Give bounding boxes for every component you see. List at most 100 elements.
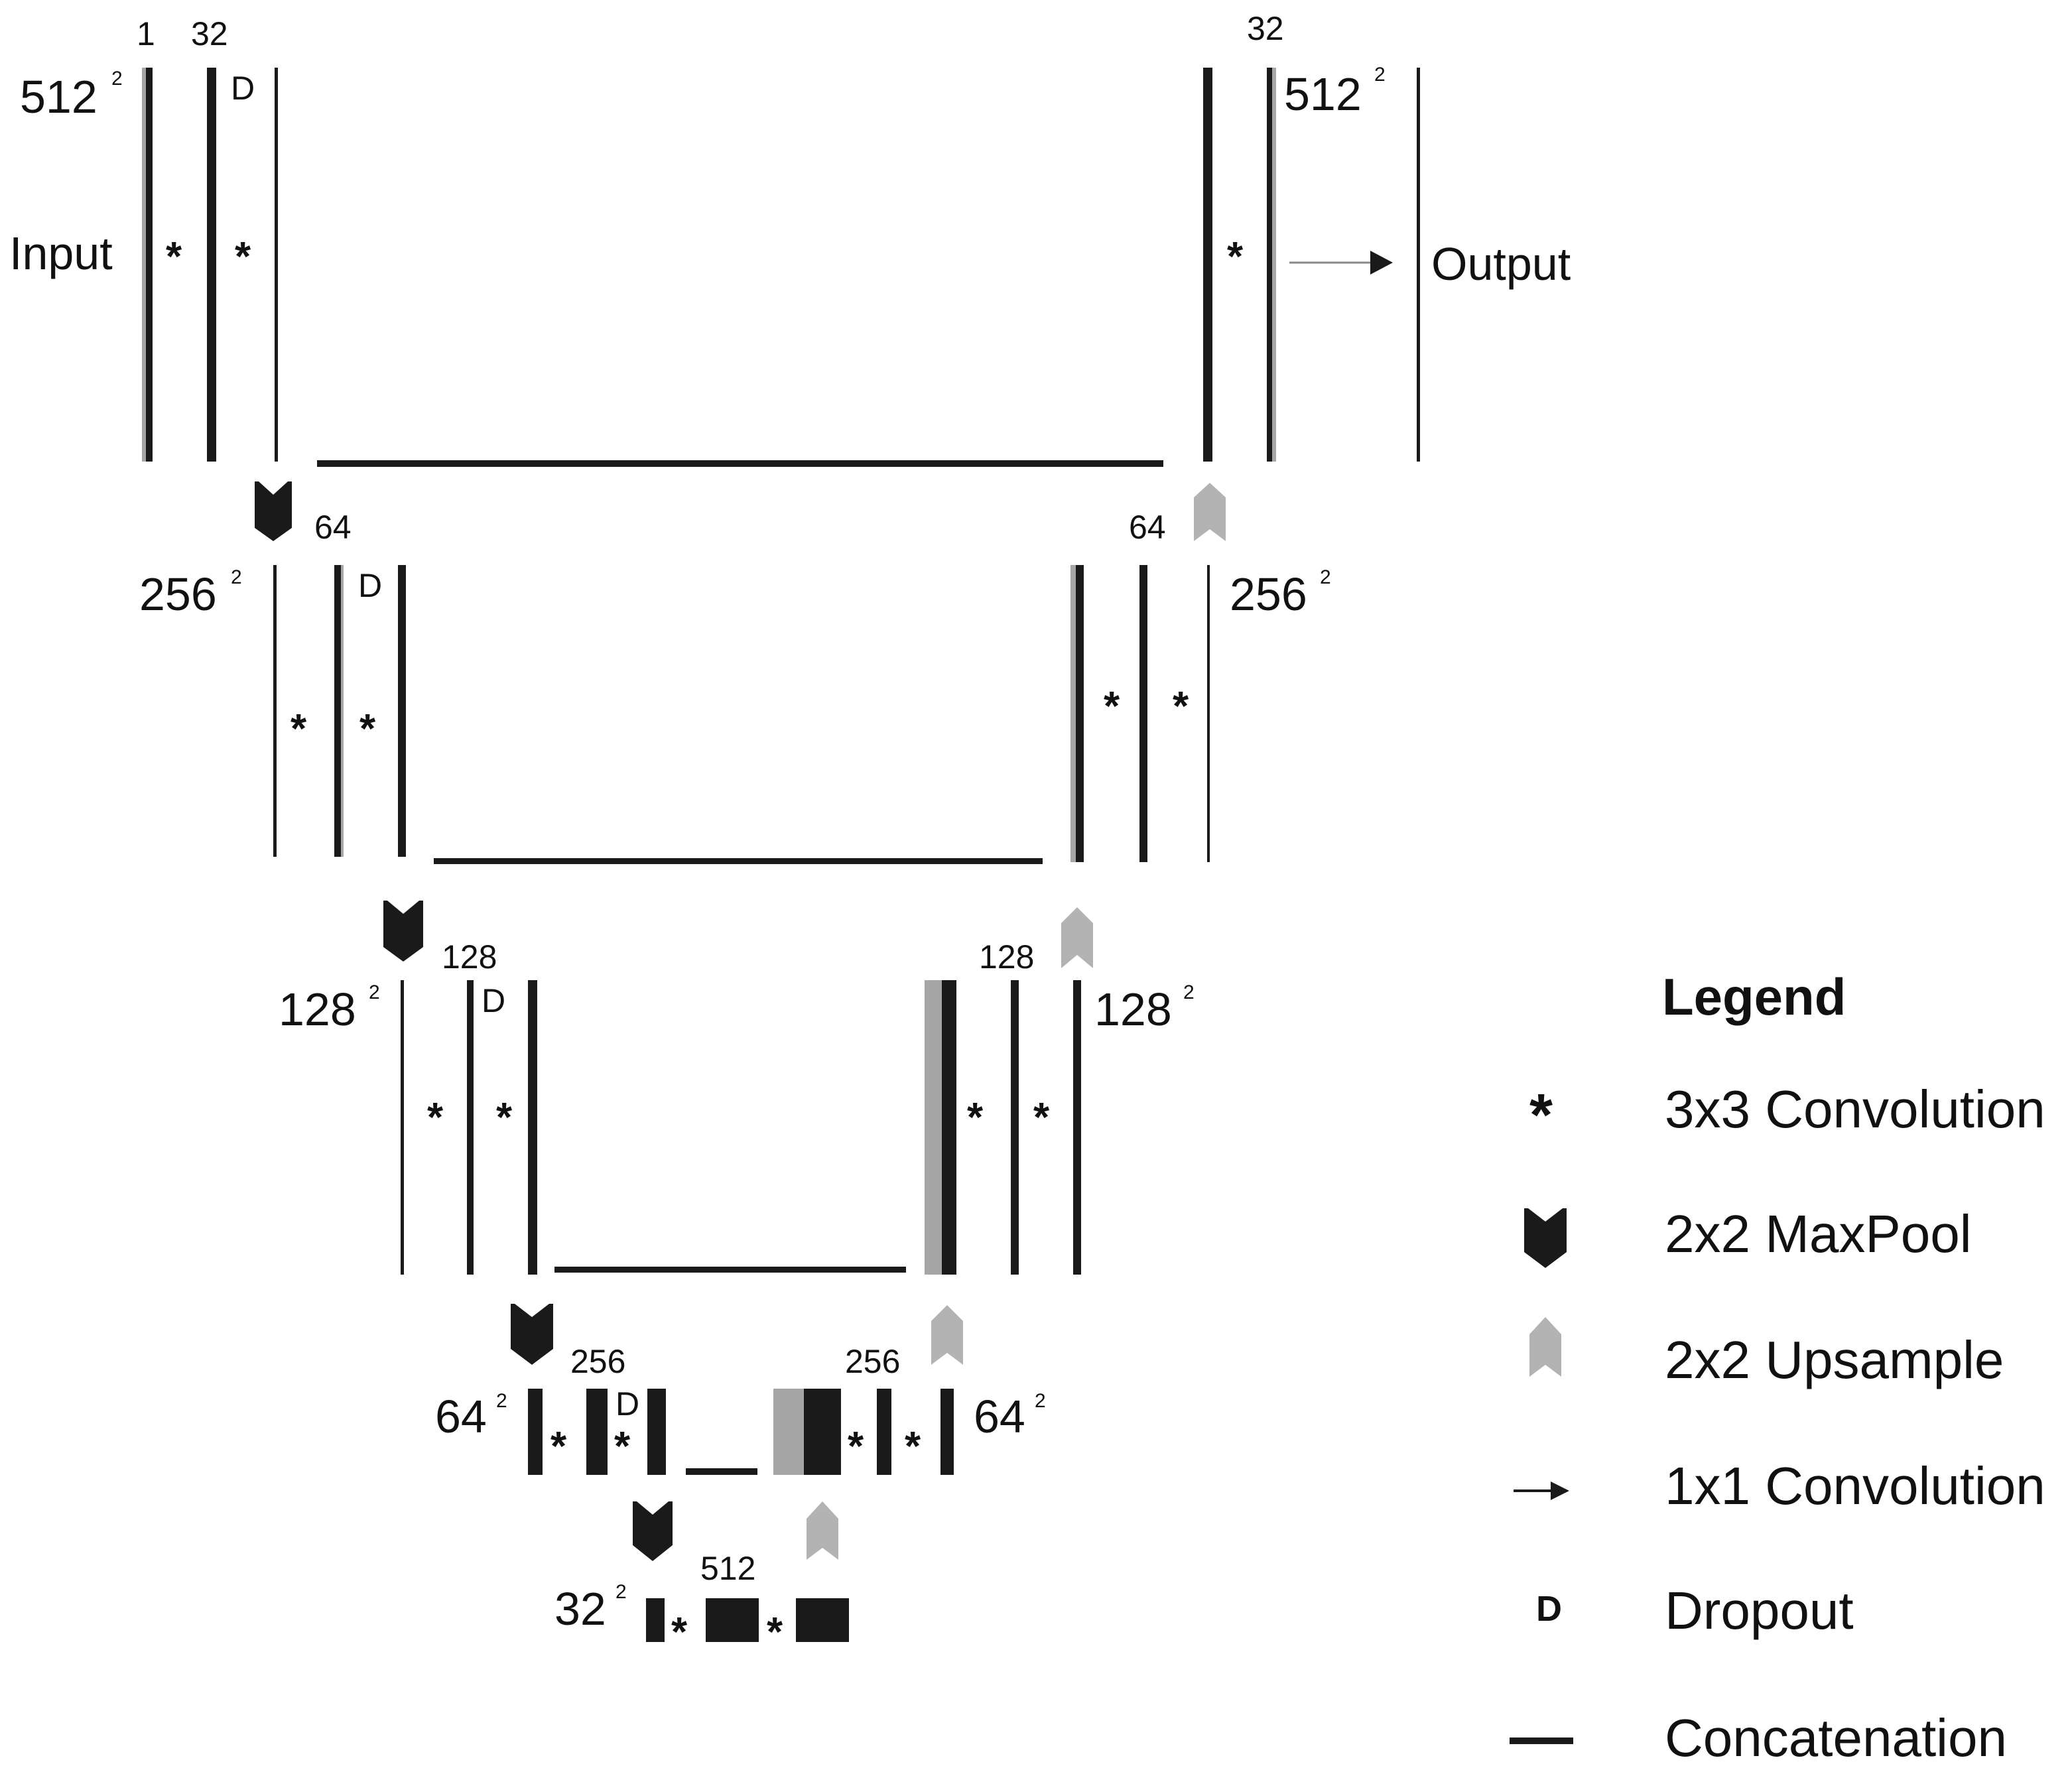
- upsample-chevron-icon: [1061, 907, 1093, 968]
- legend-title: Legend: [1662, 968, 1846, 1026]
- upsample-chevron-icon: [807, 1501, 838, 1560]
- dropout-marker: D: [615, 1385, 639, 1422]
- conv-asterisk: *: [1227, 234, 1244, 280]
- feature-map-dec4-concat: [773, 1389, 804, 1475]
- resolution-label: 32: [554, 1583, 606, 1635]
- channel-count-label: 1: [137, 15, 155, 52]
- upsample-chevron-icon: [1529, 1317, 1561, 1377]
- resolution-label: 128: [1094, 983, 1172, 1035]
- conv-asterisk: *: [614, 1424, 631, 1470]
- feature-map-dec1-a: [1267, 68, 1272, 462]
- resolution-label: 128: [279, 983, 356, 1035]
- feature-map-enc4-a: [586, 1389, 608, 1475]
- resolution-exponent: 2: [615, 1581, 627, 1603]
- conv-asterisk: *: [359, 706, 376, 752]
- feature-map-input: [146, 68, 153, 462]
- resolution-exponent: 2: [1320, 566, 1331, 588]
- input-label: Input: [9, 227, 113, 279]
- skip-concatenation-line: [434, 858, 1043, 864]
- feature-map-dec2-concat: [1076, 565, 1084, 862]
- level-512: 512 2 Input Output 1 32 32 D 512 2 * * *: [9, 10, 1571, 467]
- channel-count-label: 32: [1247, 10, 1284, 47]
- feature-map-enc3-b: [528, 980, 537, 1275]
- dropout-marker: D: [231, 70, 255, 107]
- feature-map-dec3-b: [1073, 980, 1081, 1275]
- legend-label-dropout: Dropout: [1665, 1581, 1854, 1640]
- feature-map-output: [1417, 68, 1420, 462]
- conv-asterisk: *: [905, 1424, 921, 1470]
- channel-count-label: 512: [700, 1550, 755, 1587]
- feature-map-dec3-concat: [925, 980, 942, 1275]
- legend: Legend * 3x3 Convolution 2x2 MaxPool 2x2…: [1510, 968, 2045, 1767]
- resolution-exponent: 2: [496, 1390, 507, 1412]
- conv-asterisk: *: [967, 1095, 984, 1141]
- conv-asterisk: *: [550, 1424, 567, 1470]
- feature-map-dec2-concat: [1070, 565, 1076, 862]
- maxpool-chevron-icon: [383, 901, 423, 962]
- conv-asterisk: *: [166, 234, 182, 280]
- asterisk-icon: *: [1529, 1082, 1553, 1149]
- conv-asterisk: *: [427, 1095, 444, 1141]
- feature-map-dec2-b: [1207, 565, 1210, 862]
- conv-asterisk: *: [848, 1424, 864, 1470]
- feature-map-input: [142, 68, 146, 462]
- dropout-marker: D: [482, 982, 505, 1019]
- upsample-chevron-icon: [1194, 483, 1226, 541]
- resolution-exponent: 2: [1374, 64, 1386, 86]
- channel-count-label: 32: [191, 15, 228, 52]
- feature-map-enc2-pool: [273, 565, 277, 857]
- channel-count-label: 64: [314, 509, 352, 546]
- level-32: 32 2 512 * *: [554, 1550, 849, 1655]
- resolution-exponent: 2: [369, 981, 380, 1003]
- conv-asterisk: *: [1104, 684, 1120, 729]
- skip-concatenation-line: [686, 1468, 757, 1475]
- feature-map-enc4-b: [647, 1389, 666, 1475]
- maxpool-chevron-icon: [511, 1304, 553, 1365]
- feature-map-dec4-b: [940, 1389, 954, 1475]
- conv1x1-arrow-icon: [1289, 251, 1393, 275]
- feature-map-enc1-a: [207, 68, 216, 462]
- conv-asterisk: *: [671, 1610, 688, 1655]
- feature-map-dec4-a: [877, 1389, 891, 1475]
- legend-label-upsample: 2x2 Upsample: [1665, 1330, 2004, 1389]
- feature-map-dec3-a: [1011, 980, 1019, 1275]
- feature-map-dec2-a: [1139, 565, 1147, 862]
- feature-map-enc2-a: [341, 565, 344, 857]
- feature-map-enc3-pool: [401, 980, 404, 1275]
- resolution-label: 256: [1230, 568, 1307, 620]
- resolution-exponent: 2: [1183, 981, 1195, 1003]
- level-128: 128 2 128 2 128 128 D * * * *: [279, 938, 1195, 1275]
- legend-label-convolution: 3x3 Convolution: [1665, 1080, 2045, 1139]
- feature-map-enc1-b: [275, 68, 278, 462]
- feature-map-dec1-concat: [1203, 68, 1212, 462]
- resolution-label: 64: [974, 1391, 1025, 1442]
- feature-map-enc2-a: [334, 565, 341, 857]
- conv-asterisk: *: [235, 234, 251, 280]
- conv-asterisk: *: [496, 1095, 513, 1141]
- dropout-icon: D: [1536, 1589, 1562, 1629]
- skip-concatenation-line: [317, 460, 1163, 467]
- conv-asterisk: *: [1173, 684, 1189, 729]
- legend-label-concatenation: Concatenation: [1665, 1708, 2007, 1767]
- maxpool-chevron-icon: [633, 1501, 673, 1561]
- feature-map-dec4-concat: [804, 1389, 841, 1475]
- resolution-exponent: 2: [1035, 1390, 1046, 1412]
- channel-count-label: 256: [845, 1343, 900, 1380]
- resolution-label: 512: [20, 71, 97, 123]
- feature-map-enc2-b: [398, 565, 406, 857]
- feature-map-dec1-a: [1272, 68, 1276, 462]
- feature-map-enc4-pool: [528, 1389, 543, 1475]
- maxpool-chevron-icon: [1524, 1208, 1567, 1268]
- conv-asterisk: *: [291, 706, 307, 752]
- resolution-label: 512: [1284, 68, 1362, 120]
- dropout-marker: D: [358, 567, 382, 604]
- feature-map-bottleneck-a: [706, 1598, 759, 1642]
- channel-count-label: 64: [1129, 509, 1166, 546]
- resolution-label: 256: [139, 568, 217, 620]
- resolution-label: 64: [435, 1391, 487, 1442]
- upsample-chevron-icon: [931, 1305, 963, 1365]
- feature-map-enc3-a: [467, 980, 474, 1275]
- maxpool-chevron-icon: [255, 481, 292, 541]
